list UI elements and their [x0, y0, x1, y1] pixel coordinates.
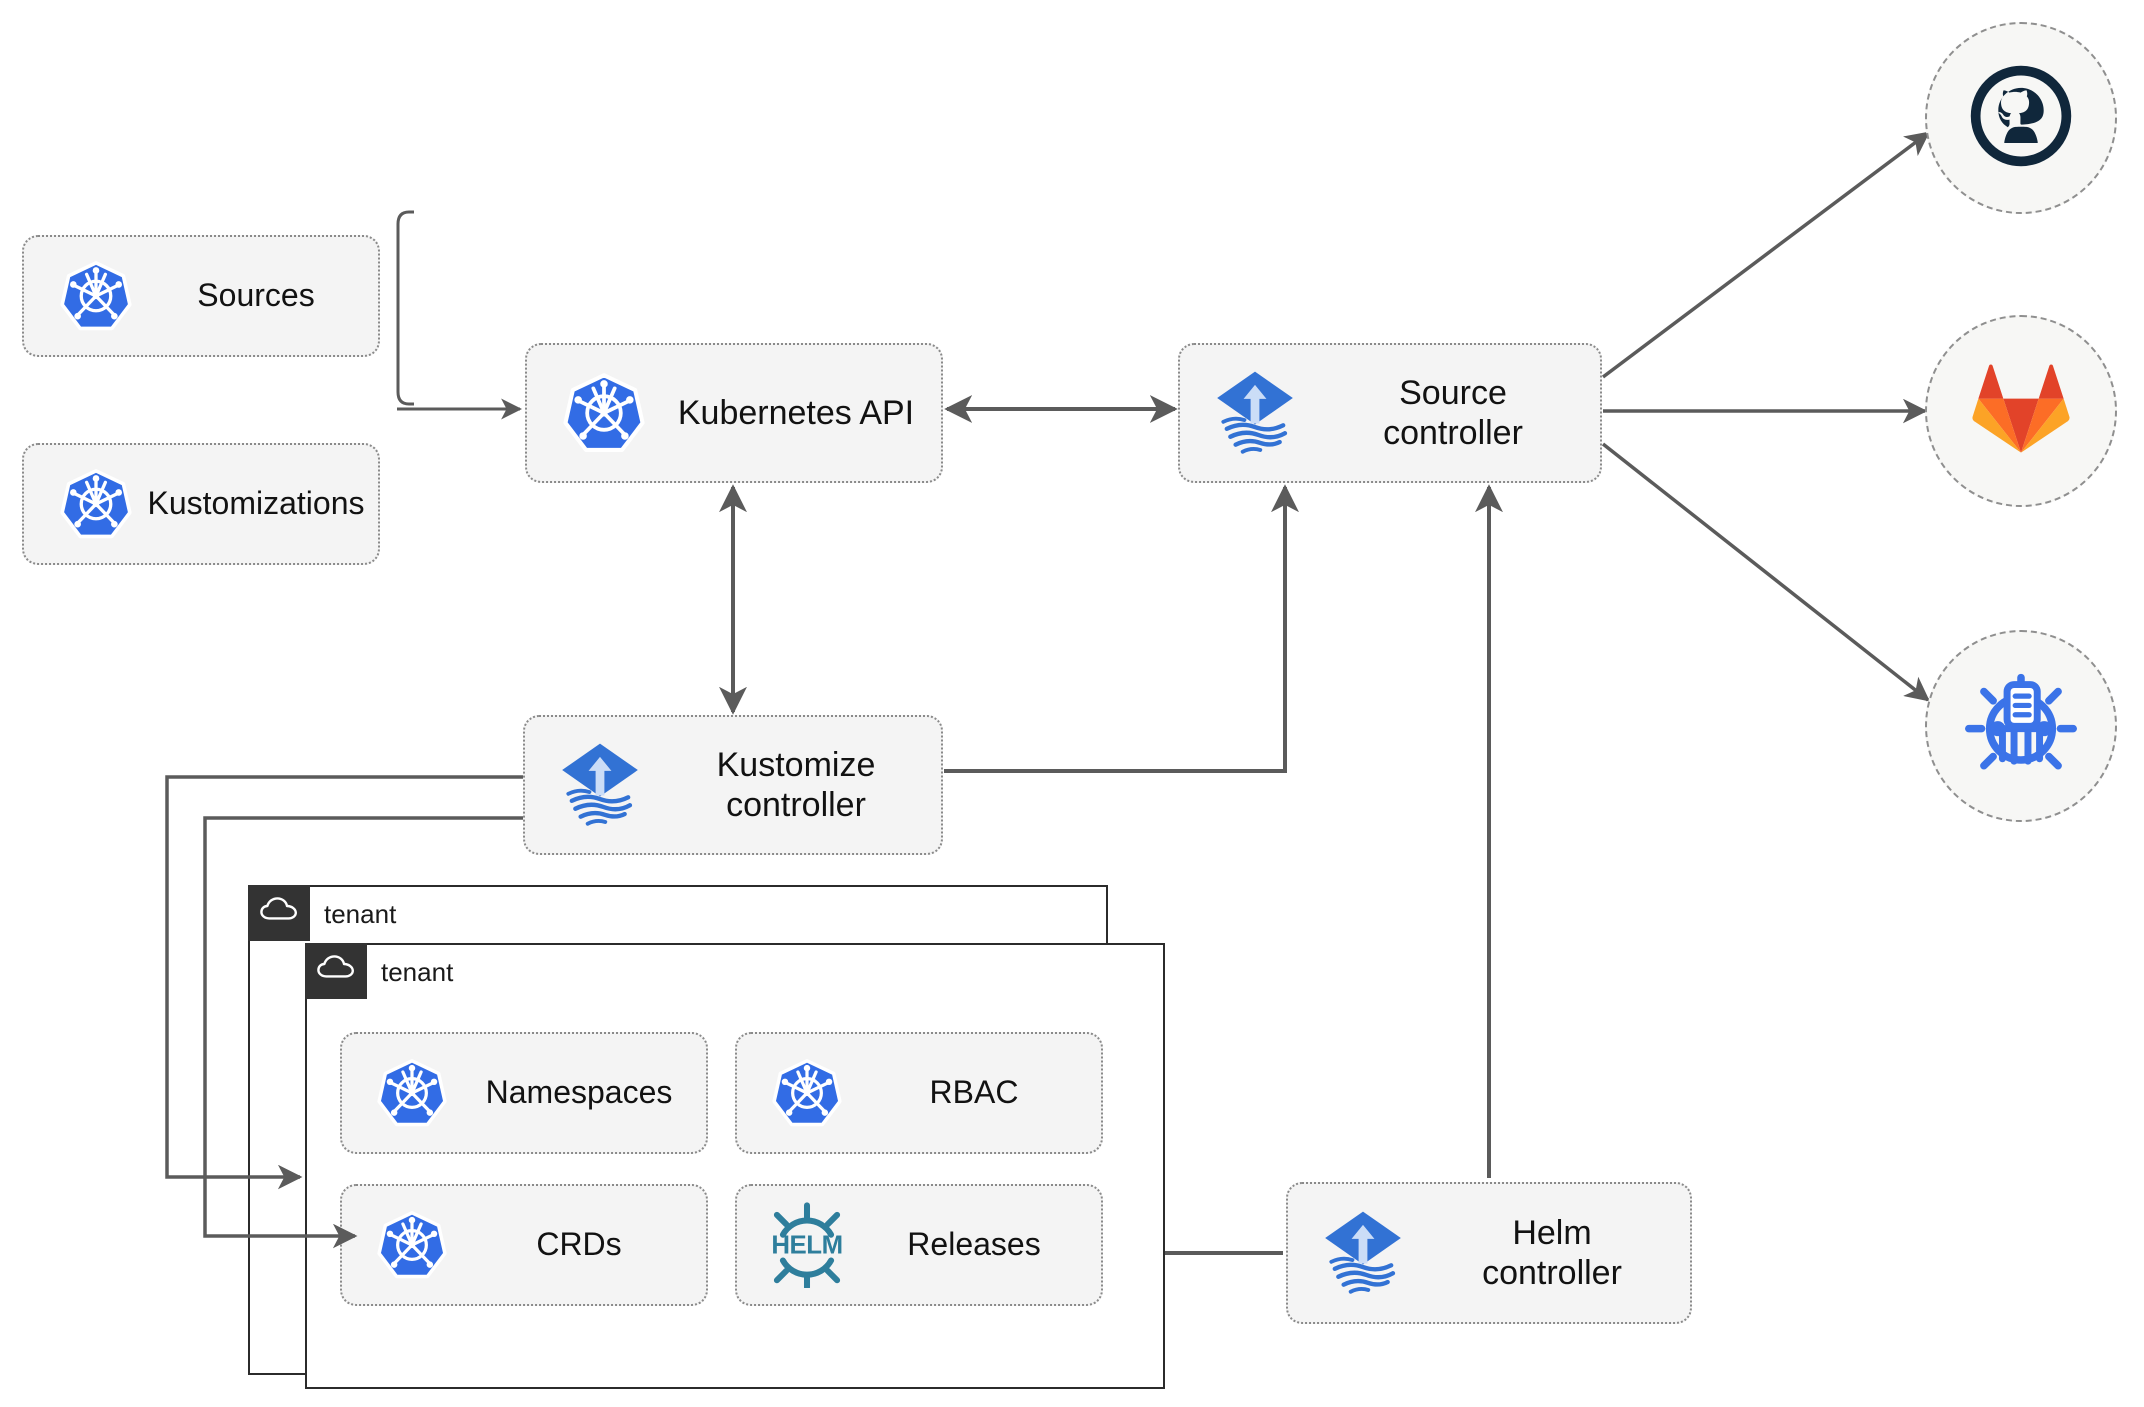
resource-label-kustomizations: Kustomizations: [147, 485, 365, 522]
tenant-label-namespaces: Namespaces: [485, 1074, 673, 1111]
tenant-card-namespaces[interactable]: Namespaces: [340, 1032, 708, 1154]
cloud-icon: [316, 954, 356, 987]
tenant-label-releases: Releases: [907, 1226, 1041, 1263]
flux-icon: [1196, 369, 1314, 457]
kubernetes-icon: [364, 1058, 460, 1128]
flux-icon: [1304, 1209, 1422, 1297]
kubernetes-icon: [549, 372, 659, 454]
helm-icon: [759, 1202, 855, 1288]
tenant-label-inner: tenant: [381, 957, 454, 987]
helm-registry-icon: [1963, 666, 2079, 787]
tenant-card-rbac[interactable]: RBAC: [735, 1032, 1103, 1154]
tenant-tab-inner: [304, 942, 367, 999]
cloud-icon: [259, 896, 299, 929]
gitlab-icon: [1969, 357, 2073, 466]
endpoint-github[interactable]: [1925, 22, 2117, 214]
kubernetes-icon: [759, 1058, 855, 1128]
node-label-kustomize-controller: Kustomize controller: [716, 745, 876, 824]
endpoint-gitlab[interactable]: [1925, 315, 2117, 507]
node-label-helm-controller: Helm controller: [1482, 1213, 1622, 1292]
node-kustomize-controller[interactable]: Kustomize controller: [523, 715, 943, 855]
wire-kustomize-to-source: [944, 484, 1299, 773]
endpoint-chart-registry[interactable]: [1925, 630, 2117, 822]
node-source-controller[interactable]: Source controller: [1178, 343, 1602, 483]
tenant-label-crds: CRDs: [536, 1226, 622, 1263]
tenant-window-inner[interactable]: tenant: [304, 942, 1165, 1389]
kubernetes-icon: [50, 260, 142, 332]
tenant-label-rbac: RBAC: [929, 1074, 1019, 1111]
node-helm-controller[interactable]: Helm controller: [1286, 1182, 1692, 1324]
node-label-kubernetes-api: Kubernetes API: [677, 393, 915, 432]
tenant-card-crds[interactable]: CRDs: [340, 1184, 708, 1306]
node-kubernetes-api[interactable]: Kubernetes API: [525, 343, 943, 483]
tenant-tab-outer: [247, 884, 310, 941]
flux-icon: [541, 741, 659, 829]
wire-source-to-github: [1601, 131, 1930, 379]
resource-card-kustomizations[interactable]: Kustomizations: [22, 443, 380, 565]
wire-source-to-registry: [1601, 442, 1930, 702]
tenant-card-releases[interactable]: Releases: [735, 1184, 1103, 1306]
kubernetes-icon: [364, 1210, 460, 1280]
kubernetes-icon: [50, 468, 142, 540]
wire-sources-brace: [396, 210, 414, 406]
tenant-label-outer: tenant: [324, 899, 397, 929]
resource-label-sources: Sources: [197, 277, 315, 314]
github-icon: [1967, 62, 2075, 175]
node-label-source-controller: Source controller: [1383, 373, 1523, 452]
resource-card-sources[interactable]: Sources: [22, 235, 380, 357]
